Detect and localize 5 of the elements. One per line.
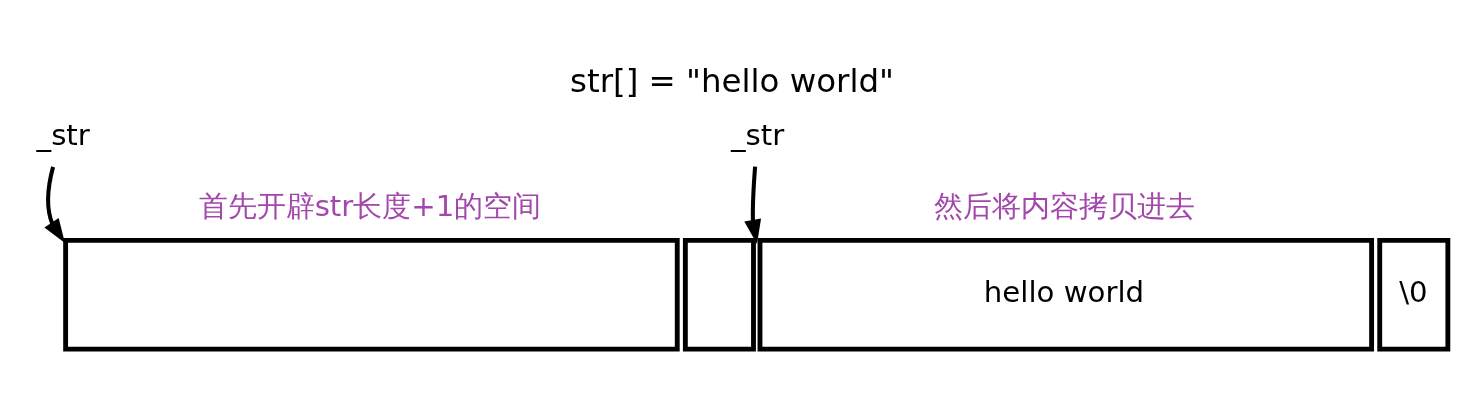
node-text: _str	[730, 117, 785, 151]
node-label: 然后将内容拷贝进去	[933, 188, 1195, 223]
node-text: _str	[36, 117, 90, 151]
node-label: 首先开辟str长度+1的空间	[198, 188, 542, 223]
diagram-title: str[] = "hello world"	[570, 61, 894, 100]
